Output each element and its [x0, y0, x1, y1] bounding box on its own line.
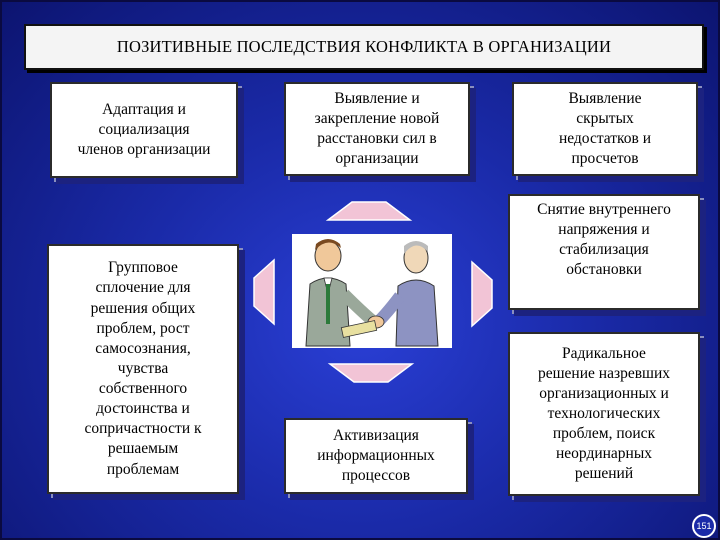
arrow-down-icon — [327, 363, 415, 383]
arrow-left-icon — [253, 258, 275, 326]
arrow-right-icon — [471, 260, 493, 328]
box-tension-relief: Снятие внутреннего напряжения и стабилиз… — [504, 190, 700, 310]
slide-title: ПОЗИТИВНЫЕ ПОСЛЕДСТВИЯ КОНФЛИКТА В ОРГАН… — [24, 24, 704, 70]
box-adaptation: Адаптация и социализация членов организа… — [46, 78, 238, 178]
box-activation: Активизация информационных процессов — [280, 414, 468, 494]
page-number-badge: 151 — [692, 514, 716, 538]
arrow-up-icon — [325, 201, 413, 221]
box-hidden-flaws: Выявление скрытых недостатков и просчето… — [508, 78, 698, 176]
box-cohesion: Групповое сплочение для решения общих пр… — [43, 240, 239, 494]
box-radical-solution: Радикальное решение назревших организаци… — [504, 328, 700, 496]
box-identification: Выявление и закрепление новой расстановк… — [280, 78, 470, 176]
handshake-illustration — [292, 234, 452, 348]
